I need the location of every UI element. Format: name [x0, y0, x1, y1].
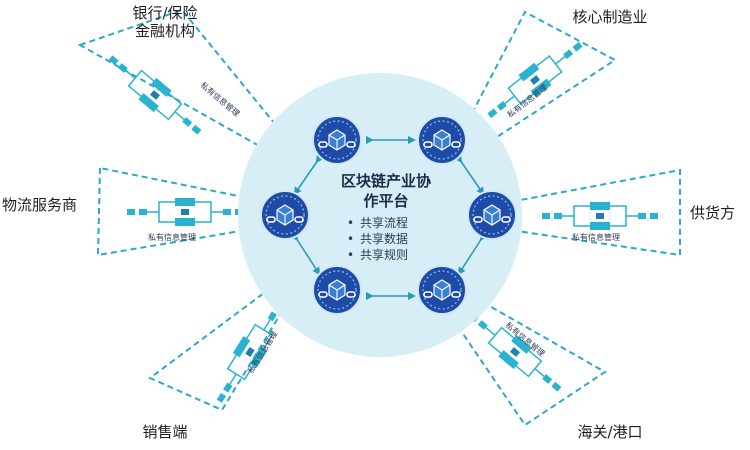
chain-icon [126, 197, 244, 227]
private-info-label: 私有信息管理 [572, 232, 620, 242]
bullet-dot: • [347, 216, 354, 230]
label-customs-port: 海关/港口 [577, 423, 642, 441]
blockchain-node-icon [312, 115, 362, 165]
blockchain-node-icon [467, 190, 517, 240]
platform-title-line2: 作平台 [363, 192, 408, 210]
blockchain-node-icon [417, 115, 467, 165]
region-supplier: 私有信息管理 [509, 168, 681, 257]
blockchain-node-icon [417, 265, 467, 315]
chain-icon [541, 201, 659, 231]
region-logistics: 私有信息管理 [96, 166, 259, 257]
bullet-shared-data: 共享数据 [360, 231, 408, 246]
label-core-manufacturing: 核心制造业 [572, 8, 647, 26]
blockchain-node-icon [312, 265, 362, 315]
platform-title-line1: 区块链产业协 [341, 172, 431, 190]
private-info-label: 私有信息管理 [148, 232, 196, 242]
chain-icon [100, 46, 210, 144]
blockchain-node-icon [260, 190, 310, 240]
private-info-label: 私有信息管理 [199, 80, 242, 119]
region-sales: 私有信息管理 [148, 288, 294, 412]
connection-arrows [290, 136, 488, 300]
chain-icon [460, 303, 570, 401]
bullet-dot: • [347, 248, 354, 262]
label-sales-end: 销售端 [142, 423, 187, 441]
label-financial-institution: 金融机构 [135, 22, 195, 40]
bullet-dot: • [347, 232, 354, 246]
platform-bullet-list: • 共享流程 • 共享数据 • 共享规则 [347, 215, 408, 262]
bullet-shared-rules: 共享规则 [360, 247, 408, 262]
label-logistics-provider: 物流服务商 [2, 196, 77, 214]
private-info-label: 私有信息管理 [505, 82, 549, 119]
label-supplier: 供货方 [690, 204, 735, 222]
bullet-shared-process: 共享流程 [360, 215, 408, 230]
label-bank-insurance: 银行/保险 [132, 4, 197, 22]
